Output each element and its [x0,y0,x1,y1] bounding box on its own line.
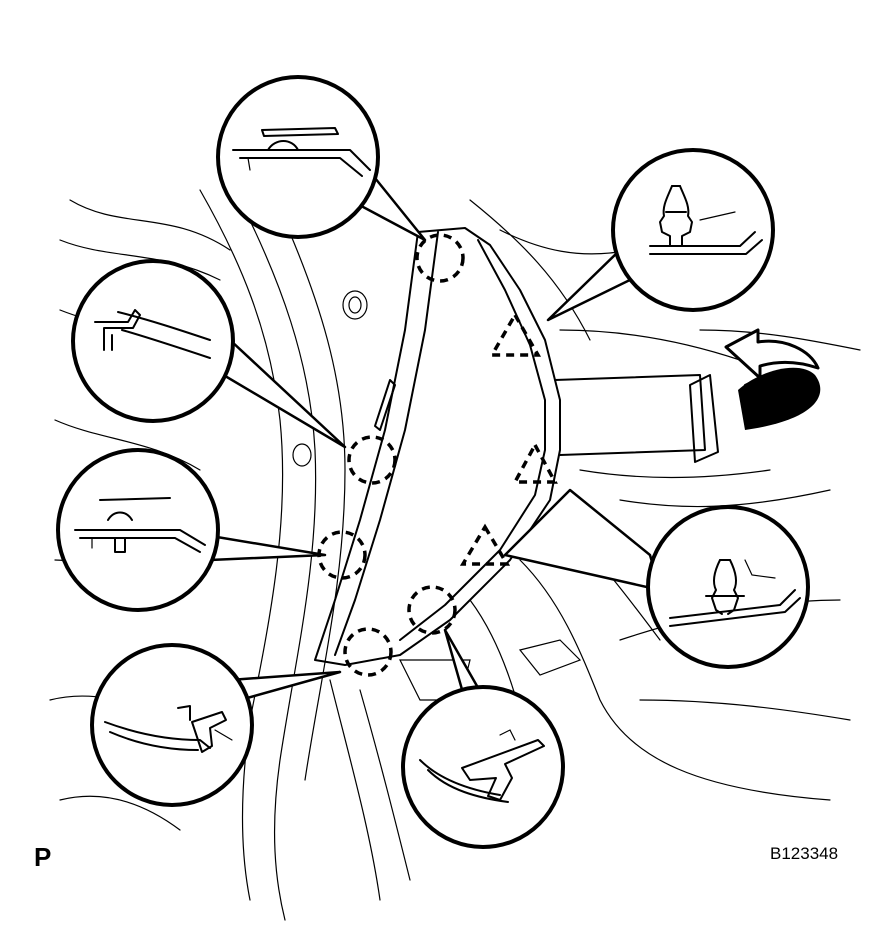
trim-panel [314,227,561,666]
upper-right-clip-callout [611,148,775,312]
clip-markers [459,311,558,566]
upper-left-claw-callout [71,259,235,423]
orientation-letter: P [34,842,52,872]
lower-left-claw-callout [90,643,254,807]
lower-right-clip-callout [646,505,810,669]
callout-leaders [203,176,662,702]
claw-markers [317,233,465,677]
removal-direction-arrow [554,328,821,463]
bottom-center-claw-callout [401,685,565,849]
top-claw-callout [216,75,380,239]
middle-left-claw-callout [56,448,220,612]
figure-id: B123348 [770,844,839,863]
